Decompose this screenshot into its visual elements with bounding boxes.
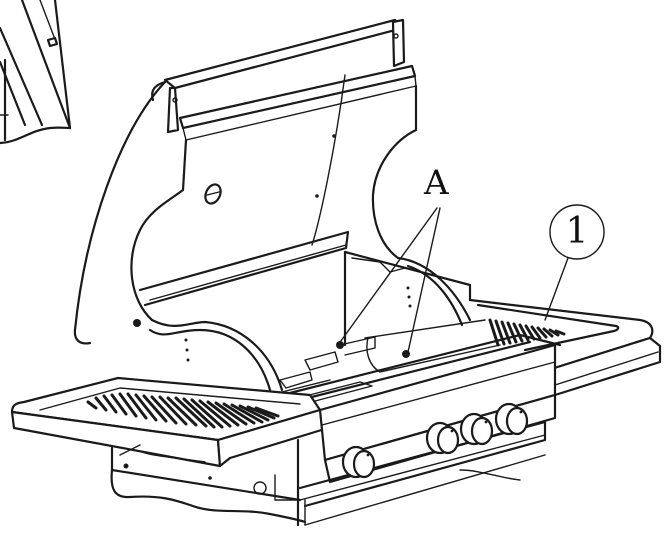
callout-a-leaders (337, 207, 441, 353)
left-shelf-grate (86, 392, 280, 429)
callout-label-a: A (424, 163, 449, 203)
control-knob-1 (341, 445, 376, 479)
base-frame (110, 438, 546, 527)
control-knob-4 (494, 402, 529, 436)
control-knob-3 (459, 412, 494, 446)
grill-lid (73, 18, 418, 345)
left-side-shelf (10, 376, 330, 468)
control-knob-2 (425, 421, 460, 455)
right-shelf-grate (488, 318, 566, 347)
callout-label-1: 1 (565, 211, 589, 252)
partial-view-top-left (0, 0, 72, 145)
callout-1-marker (544, 204, 605, 321)
